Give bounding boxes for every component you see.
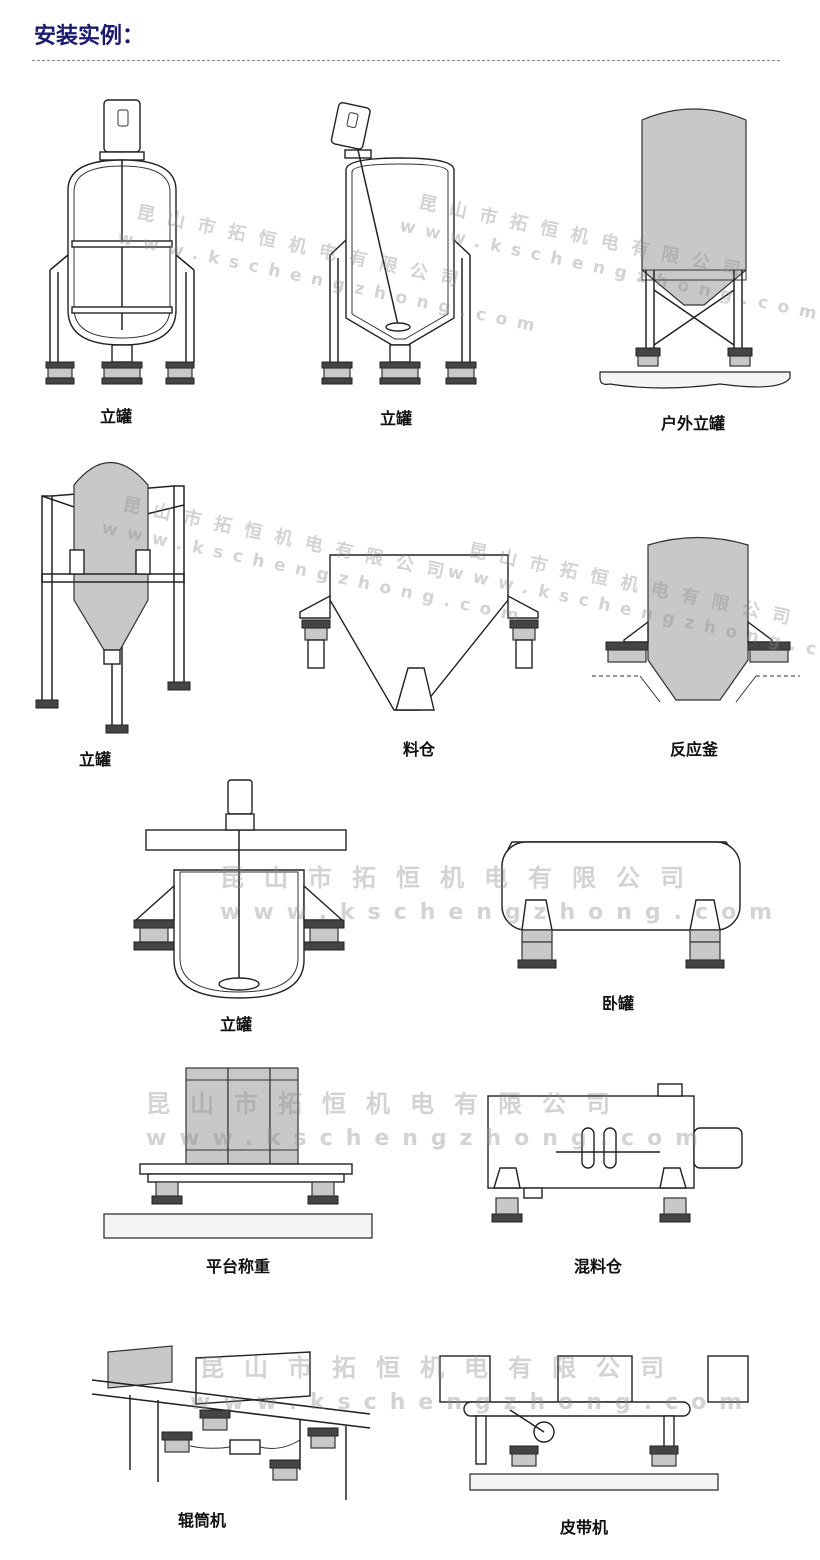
section-title: 安装实例： [34, 24, 145, 49]
caption-frame-tank: 立罐 [78, 750, 112, 769]
caption-mixer-bin: 混料仓 [573, 1257, 623, 1276]
vertical-tank-2-drawing [321, 102, 477, 385]
vertical-tank-3-drawing [133, 779, 347, 999]
caption-vertical-tank-1: 立罐 [99, 407, 133, 426]
caption-outdoor-tank: 户外立罐 [660, 414, 726, 433]
platform-weighing-drawing [103, 1067, 373, 1239]
caption-roller-conveyor: 辊筒机 [177, 1511, 227, 1530]
frame-tank-drawing [35, 462, 191, 734]
belt-conveyor-drawing [439, 1355, 749, 1491]
caption-platform-weighing: 平台称重 [205, 1257, 271, 1276]
roller-conveyor-drawing [91, 1345, 371, 1500]
outdoor-silo-drawing [599, 108, 791, 389]
vertical-tank-1-drawing [45, 99, 195, 385]
caption-horizontal-tank: 卧罐 [601, 994, 635, 1013]
caption-vertical-tank-2: 立罐 [379, 409, 413, 428]
caption-belt-conveyor: 皮带机 [559, 1518, 609, 1537]
mixer-bin-drawing [487, 1083, 743, 1223]
hopper-drawing [299, 554, 539, 711]
reactor-drawing [592, 536, 800, 703]
title-divider [32, 60, 780, 61]
caption-vertical-tank-3: 立罐 [219, 1015, 253, 1034]
caption-hopper: 料仓 [402, 740, 436, 759]
horizontal-tank-drawing [501, 841, 741, 969]
caption-reactor: 反应釜 [669, 740, 719, 759]
